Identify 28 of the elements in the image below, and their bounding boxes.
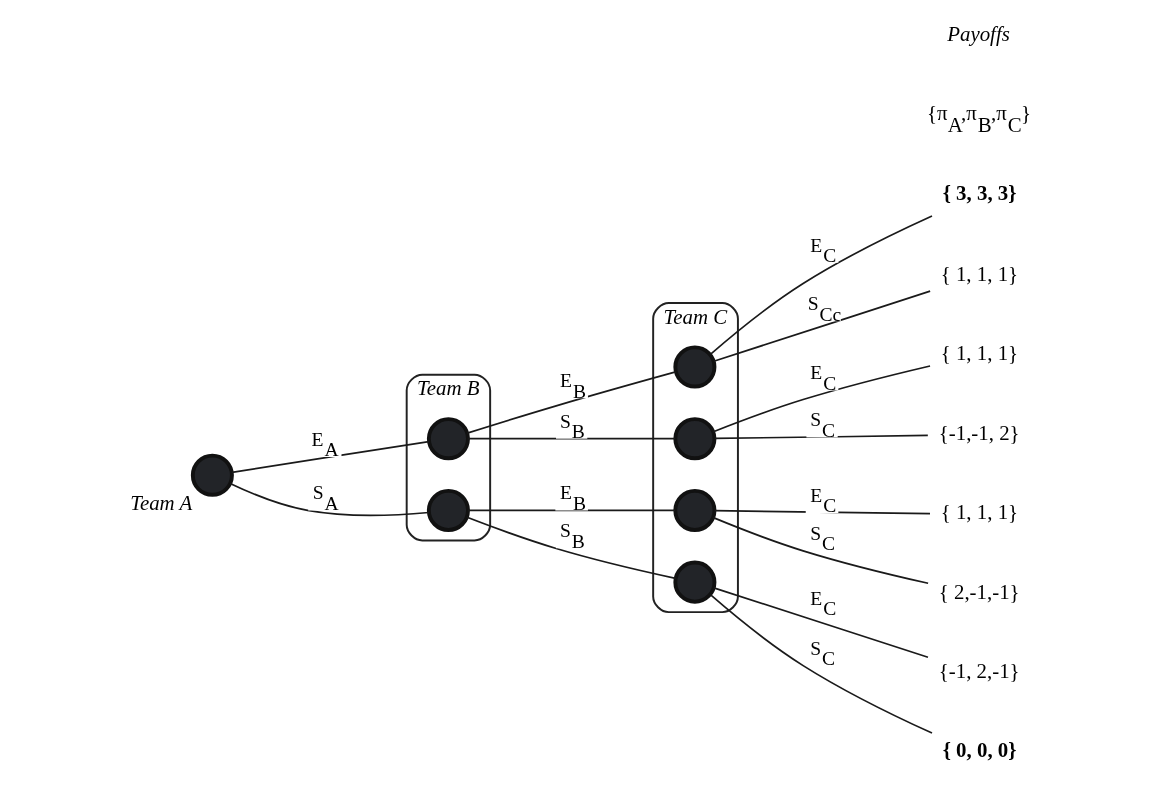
node-circle (426, 417, 470, 461)
node-label: Team A (129, 491, 192, 516)
cluster: Team C (651, 302, 739, 614)
node-text: { 2,-1,-1} (938, 579, 1020, 604)
node-text: {-1, 2,-1} (938, 659, 1020, 684)
node-text: { 1, 1, 1} (940, 500, 1018, 525)
connector (230, 440, 430, 474)
node-circle (672, 560, 716, 604)
node-text: { 3, 3, 3} (942, 180, 1016, 205)
connector (713, 434, 929, 440)
connector (712, 365, 931, 433)
node-circle (672, 417, 716, 461)
node-text: { 1, 1, 1} (940, 261, 1018, 286)
connector (466, 509, 676, 512)
connector (466, 437, 676, 440)
connector (712, 516, 929, 585)
node-circle (190, 453, 234, 497)
node-circle (426, 488, 470, 532)
connector (465, 371, 676, 434)
connector (709, 215, 933, 356)
connector (709, 593, 933, 734)
node-text: { 1, 1, 1} (940, 341, 1018, 366)
node-circle (672, 488, 716, 532)
label: Payoffs (946, 21, 1010, 46)
node-text: { 0, 0, 0} (942, 737, 1016, 762)
node-text: {-1,-1, 2} (938, 420, 1020, 445)
cluster: Team B (405, 373, 491, 542)
node-circle (672, 345, 716, 389)
